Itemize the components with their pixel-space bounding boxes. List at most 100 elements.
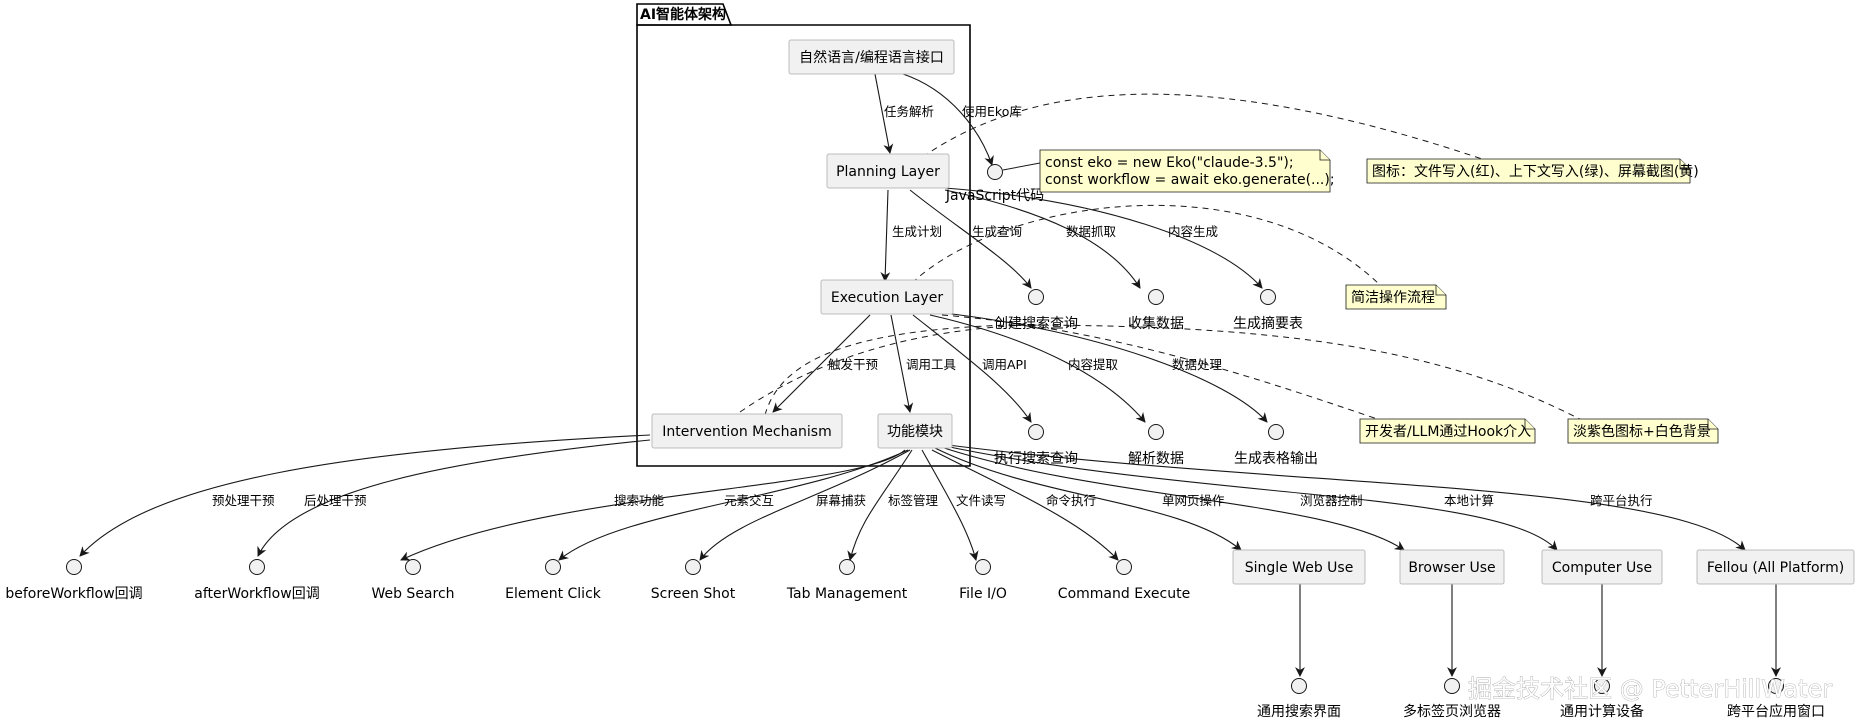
box-browser-label: Browser Use — [1408, 560, 1495, 576]
ifc-search-ui-label: 通用搜索界面 — [1257, 703, 1341, 720]
box-function-modules: 功能模块 — [877, 413, 953, 449]
ifc-gen-summary: 生成摘要表 — [1233, 289, 1303, 332]
note-connector-hook — [941, 314, 1411, 431]
ifc-search-ui: 通用搜索界面 — [1257, 678, 1341, 720]
ifc-collect-data-label: 收集数据 — [1128, 315, 1184, 332]
watermark: 掘金技术社区 @ PetterHillWater — [1468, 675, 1832, 703]
edge-label-cmd-run: 命令执行 — [1046, 493, 1096, 508]
note-connectors — [739, 93, 1601, 431]
note-connector-style-b — [739, 324, 1026, 413]
edge-label-gen-plan: 生成计划 — [892, 224, 942, 239]
ifc-element-click: Element Click — [505, 559, 602, 602]
ifc-before-workflow-label: beforeWorkflow回调 — [5, 586, 142, 602]
ifc-exec-query-label: 执行搜索查询 — [994, 450, 1078, 467]
box-single-web-use: Single Web Use — [1232, 549, 1366, 585]
ifc-cross-platform-window: 跨平台应用窗口 — [1727, 678, 1825, 720]
ifc-command-execute-label: Command Execute — [1058, 586, 1190, 602]
edge-label-call-api: 调用API — [982, 357, 1027, 372]
edge-label-browser-ctrl: 浏览器控制 — [1300, 493, 1363, 508]
box-fellou-label: Fellou (All Platform) — [1707, 560, 1844, 576]
edge-label-gen-query: 生成查询 — [972, 224, 1022, 239]
ifc-create-query: 创建搜索查询 — [994, 289, 1078, 332]
box-planning-label: Planning Layer — [836, 164, 940, 180]
ifc-after-workflow: afterWorkflow回调 — [194, 559, 320, 602]
ifc-after-workflow-label: afterWorkflow回调 — [194, 586, 319, 602]
edge-label-use-eko: 使用Eko库 — [962, 104, 1022, 119]
box-intervention-mechanism: Intervention Mechanism — [651, 413, 843, 449]
ifc-computing-device-label: 通用计算设备 — [1560, 703, 1644, 720]
edge-label-data-fetch: 数据抓取 — [1066, 224, 1117, 239]
ifc-tab-management: Tab Management — [786, 559, 908, 602]
package-title: AI智能体架构 — [640, 6, 726, 23]
edge-label-search-fn: 搜索功能 — [614, 493, 665, 508]
ifc-multi-tab-label: 多标签页浏览器 — [1403, 703, 1501, 720]
edge-labels: 任务解析 使用Eko库 生成计划 生成查询 数据抓取 内容生成 触发干预 调用工… — [212, 104, 1653, 508]
note-hook: 开发者/LLM通过Hook介入 — [1359, 418, 1536, 444]
edge-label-trigger: 触发干预 — [828, 357, 878, 372]
edge-label-post-intervene: 后处理干预 — [304, 493, 367, 508]
edge-label-single-page-op: 单网页操作 — [1162, 493, 1225, 508]
box-browser-use: Browser Use — [1399, 549, 1505, 585]
ifc-screen-shot-label: Screen Shot — [651, 586, 736, 602]
box-modules-label: 功能模块 — [887, 424, 943, 440]
box-computer-use: Computer Use — [1541, 549, 1663, 585]
ifc-cross-platform-window-label: 跨平台应用窗口 — [1727, 703, 1825, 720]
edge-label-pre-intervene: 预处理干预 — [212, 493, 275, 508]
ifc-gen-table: 生成表格输出 — [1234, 424, 1318, 467]
box-fellou: Fellou (All Platform) — [1696, 549, 1855, 585]
ifc-computing-device: 通用计算设备 — [1560, 678, 1644, 720]
ifc-parse-data: 解析数据 — [1128, 424, 1184, 467]
edge-label-tab-manage: 标签管理 — [888, 493, 939, 508]
note-icons-text: 图标：文件写入(红)、上下文写入(绿)、屏幕截图(黄) — [1372, 163, 1699, 180]
note-connector-icons — [904, 93, 1486, 171]
ifc-web-search: Web Search — [371, 559, 455, 602]
note-code-line1: const eko = new Eko("claude-3.5"); — [1045, 155, 1294, 171]
note-code-snippet: const eko = new Eko("claude-3.5"); const… — [1002, 149, 1335, 193]
edge-label-element-interact: 元素交互 — [724, 493, 774, 508]
ifc-parse-data-label: 解析数据 — [1128, 451, 1184, 467]
ifc-gen-table-label: 生成表格输出 — [1234, 451, 1318, 467]
ifc-screen-shot: Screen Shot — [651, 559, 736, 602]
edge-label-screen-capture: 屏幕捕获 — [816, 493, 866, 508]
note-concise-text: 简洁操作流程 — [1351, 289, 1435, 306]
box-interface-label: 自然语言/编程语言接口 — [799, 49, 944, 66]
note-style: 淡紫色图标+白色背景 — [1567, 418, 1719, 444]
note-style-text: 淡紫色图标+白色背景 — [1573, 423, 1711, 440]
edge-label-file-rw: 文件读写 — [956, 493, 1006, 508]
edges — [79, 73, 1781, 677]
note-icons: 图标：文件写入(红)、上下文写入(绿)、屏幕截图(黄) — [1366, 158, 1699, 184]
ifc-tab-management-label: Tab Management — [786, 586, 908, 602]
edge-label-content-gen: 内容生成 — [1168, 224, 1218, 239]
box-execution-layer: Execution Layer — [820, 279, 954, 315]
note-hook-text: 开发者/LLM通过Hook介入 — [1365, 424, 1531, 440]
note-connector-concise — [911, 204, 1381, 286]
edge-label-data-proc: 数据处理 — [1172, 357, 1223, 372]
box-computer-label: Computer Use — [1552, 560, 1652, 576]
package-ai-agent-architecture: AI智能体架构 — [636, 3, 971, 467]
edge-label-local-compute: 本地计算 — [1444, 493, 1494, 508]
box-interface: 自然语言/编程语言接口 — [788, 39, 955, 75]
edge-label-content-extract: 内容提取 — [1068, 357, 1119, 372]
ifc-file-io-label: File I/O — [959, 586, 1007, 602]
ifc-command-execute: Command Execute — [1058, 559, 1190, 602]
edge-label-cross-platform: 跨平台执行 — [1590, 493, 1653, 508]
ifc-collect-data: 收集数据 — [1128, 289, 1184, 332]
box-planning-layer: Planning Layer — [826, 153, 950, 189]
note-connector-style — [764, 324, 1601, 431]
edge-label-call-tool: 调用工具 — [906, 357, 957, 372]
ifc-web-search-label: Web Search — [371, 586, 454, 602]
ifc-create-query-label: 创建搜索查询 — [994, 315, 1078, 332]
edge-label-task-parse: 任务解析 — [884, 104, 934, 119]
ifc-before-workflow: beforeWorkflow回调 — [5, 559, 143, 602]
box-execution-label: Execution Layer — [831, 290, 943, 306]
ifc-gen-summary-label: 生成摘要表 — [1233, 315, 1303, 332]
note-code-line2: const workflow = await eko.generate(...)… — [1045, 172, 1335, 188]
ifc-exec-query: 执行搜索查询 — [994, 424, 1078, 467]
note-concise-flow: 简洁操作流程 — [1345, 284, 1447, 310]
ifc-js-code-label: JavaScript代码 — [945, 188, 1044, 204]
ifc-multi-tab-browser: 多标签页浏览器 — [1403, 678, 1501, 720]
box-intervention-label: Intervention Mechanism — [662, 424, 831, 440]
box-single-web-label: Single Web Use — [1245, 560, 1354, 576]
ifc-element-click-label: Element Click — [505, 586, 602, 602]
